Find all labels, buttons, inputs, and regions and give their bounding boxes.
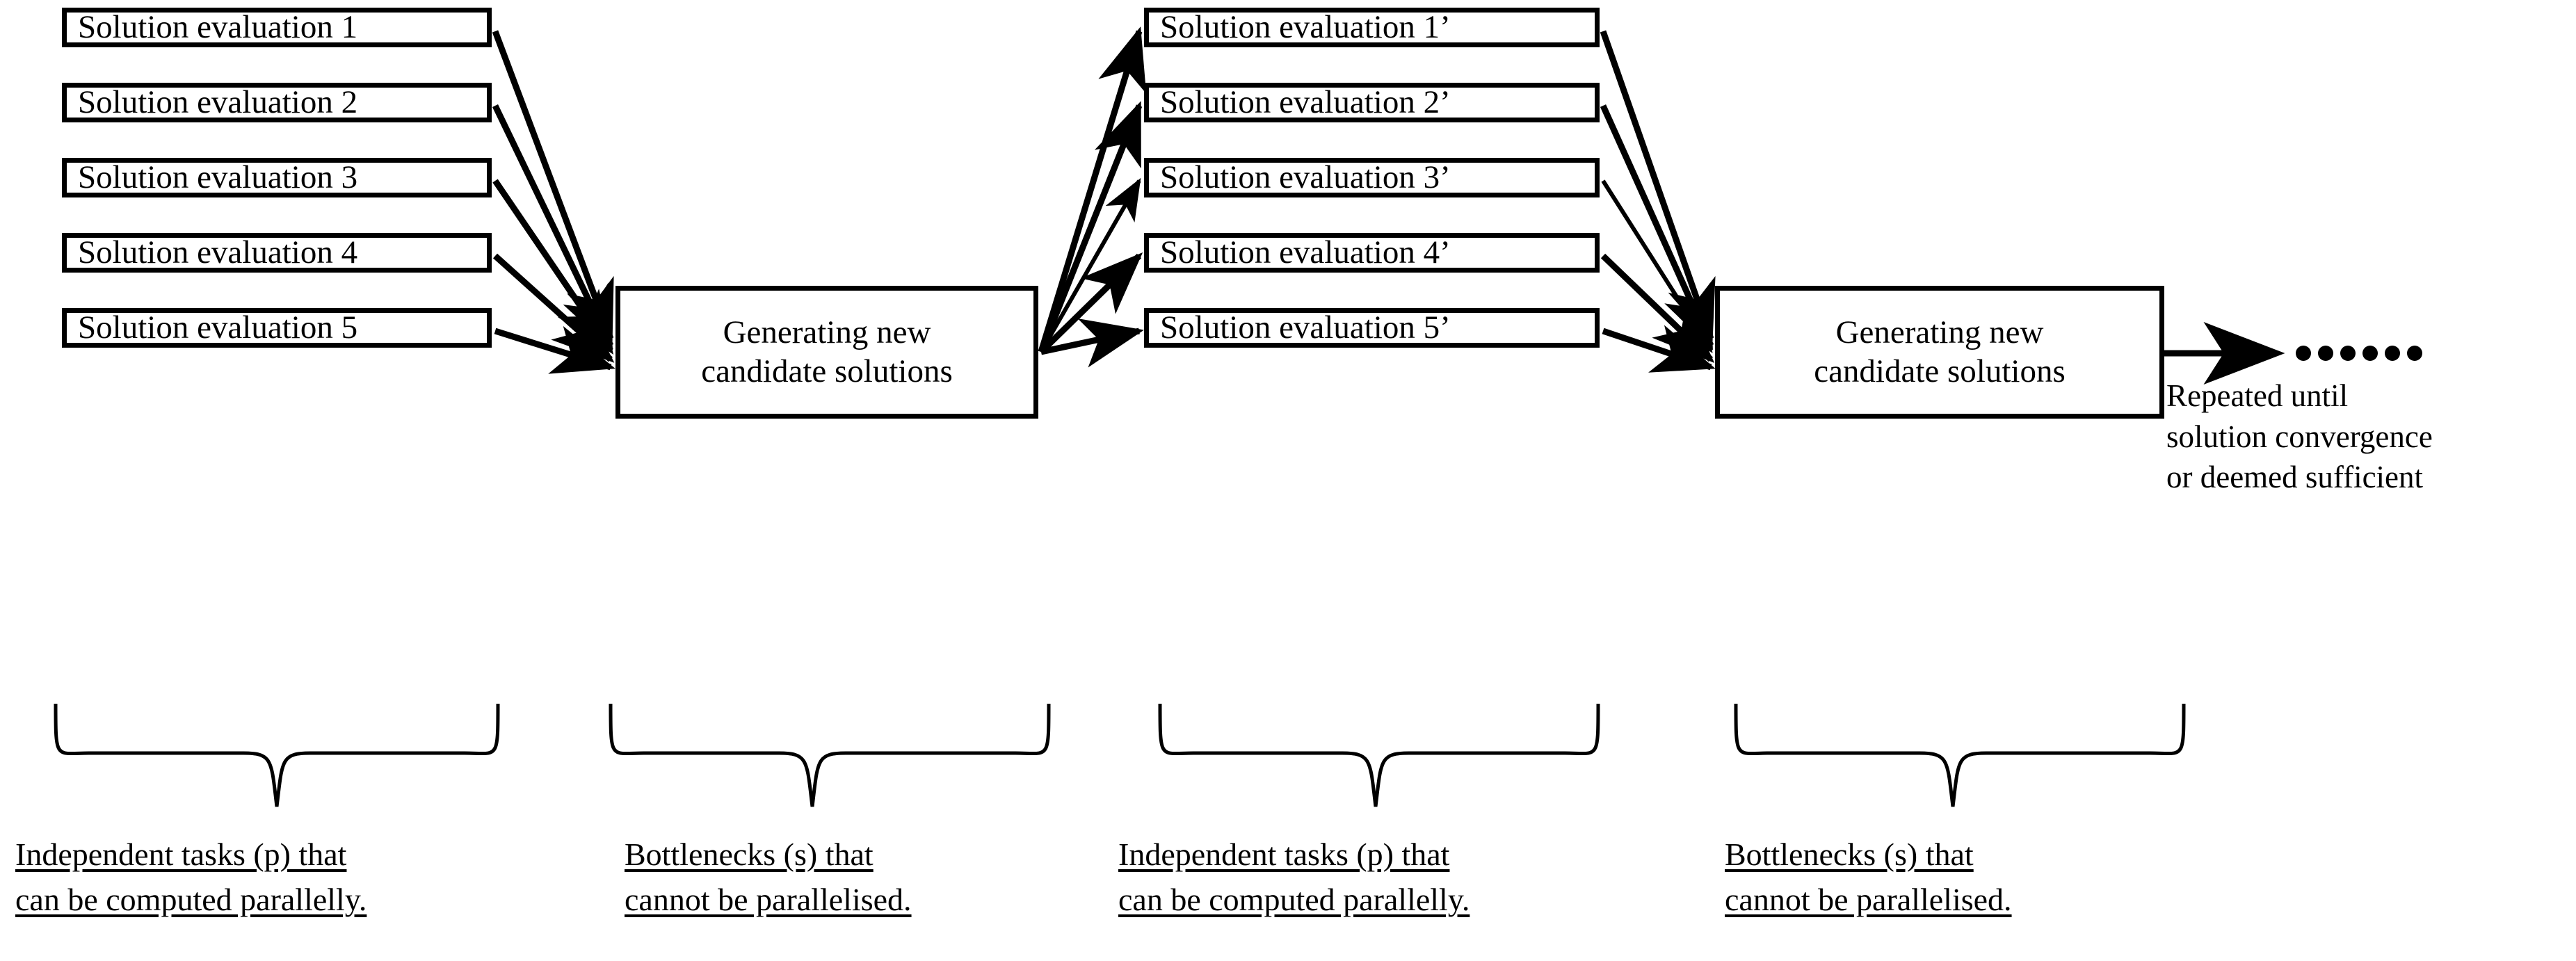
caption-bottlenecks-2: Bottlenecks (s) that cannot be paralleli… (1725, 832, 2012, 923)
ellipsis-dots-icon (2296, 346, 2422, 361)
caption-4-line1: Bottlenecks (s) that (1725, 837, 1974, 872)
repeat-note-line3: or deemed sufficient (2166, 460, 2424, 494)
generator-2-label-line2: candidate solutions (1814, 353, 2066, 389)
eval2-box-4-label: Solution evaluation 4’ (1160, 234, 1451, 270)
generator-1-box[interactable]: Generating new candidate solutions (615, 286, 1038, 419)
caption-bottlenecks-1: Bottlenecks (s) that cannot be paralleli… (625, 832, 912, 923)
brace-2 (609, 703, 1051, 807)
eval1-box-1-label: Solution evaluation 1 (78, 9, 358, 45)
repeat-note-line1: Repeated until (2166, 378, 2349, 413)
eval1-box-2[interactable]: Solution evaluation 2 (62, 83, 492, 122)
eval2-box-2-label: Solution evaluation 2’ (1160, 84, 1451, 120)
generator-2-label-line1: Generating new (1835, 314, 2044, 351)
caption-2-line1: Bottlenecks (s) that (625, 837, 874, 872)
caption-2-line2: cannot be parallelised. (625, 882, 912, 918)
eval2-box-2[interactable]: Solution evaluation 2’ (1144, 83, 1600, 122)
brace-1 (54, 703, 500, 807)
repeat-note-line2: solution convergence (2166, 419, 2433, 454)
eval2-box-1[interactable]: Solution evaluation 1’ (1144, 8, 1600, 47)
repeat-note: Repeated until solution convergence or d… (2166, 375, 2433, 498)
caption-1-line2: can be computed parallelly. (15, 882, 367, 918)
eval1-box-4-label: Solution evaluation 4 (78, 234, 358, 270)
caption-independent-tasks-1: Independent tasks (p) that can be comput… (15, 832, 367, 923)
caption-3-line2: can be computed parallelly. (1118, 882, 1470, 918)
arrows-generator1-to-eval2 (1038, 26, 1147, 368)
generator-1-label-line1: Generating new (723, 314, 931, 351)
generator-1-label-line2: candidate solutions (701, 353, 953, 389)
eval2-box-5[interactable]: Solution evaluation 5’ (1144, 308, 1600, 348)
eval2-box-5-label: Solution evaluation 5’ (1160, 309, 1451, 346)
arrows-eval1-to-generator1 (492, 30, 615, 374)
caption-4-line2: cannot be parallelised. (1725, 882, 2012, 918)
caption-independent-tasks-2: Independent tasks (p) that can be comput… (1118, 832, 1470, 923)
brace-3 (1158, 703, 1600, 807)
brace-group (54, 703, 2186, 807)
eval1-box-4[interactable]: Solution evaluation 4 (62, 233, 492, 273)
eval1-box-5-label: Solution evaluation 5 (78, 309, 358, 346)
eval2-box-3-label: Solution evaluation 3’ (1160, 159, 1451, 195)
eval1-box-1[interactable]: Solution evaluation 1 (62, 8, 492, 47)
caption-3-line1: Independent tasks (p) that (1118, 837, 1450, 872)
eval2-box-1-label: Solution evaluation 1’ (1160, 9, 1451, 45)
eval1-box-3-label: Solution evaluation 3 (78, 159, 358, 195)
caption-1-line1: Independent tasks (p) that (15, 837, 347, 872)
eval1-box-3[interactable]: Solution evaluation 3 (62, 158, 492, 197)
generator-2-box[interactable]: Generating new candidate solutions (1715, 286, 2164, 419)
brace-4 (1734, 703, 2186, 807)
eval1-box-5[interactable]: Solution evaluation 5 (62, 308, 492, 348)
eval2-box-4[interactable]: Solution evaluation 4’ (1144, 233, 1600, 273)
eval1-box-2-label: Solution evaluation 2 (78, 84, 358, 120)
eval2-box-3[interactable]: Solution evaluation 3’ (1144, 158, 1600, 197)
arrows-eval2-to-generator2 (1600, 30, 1716, 373)
